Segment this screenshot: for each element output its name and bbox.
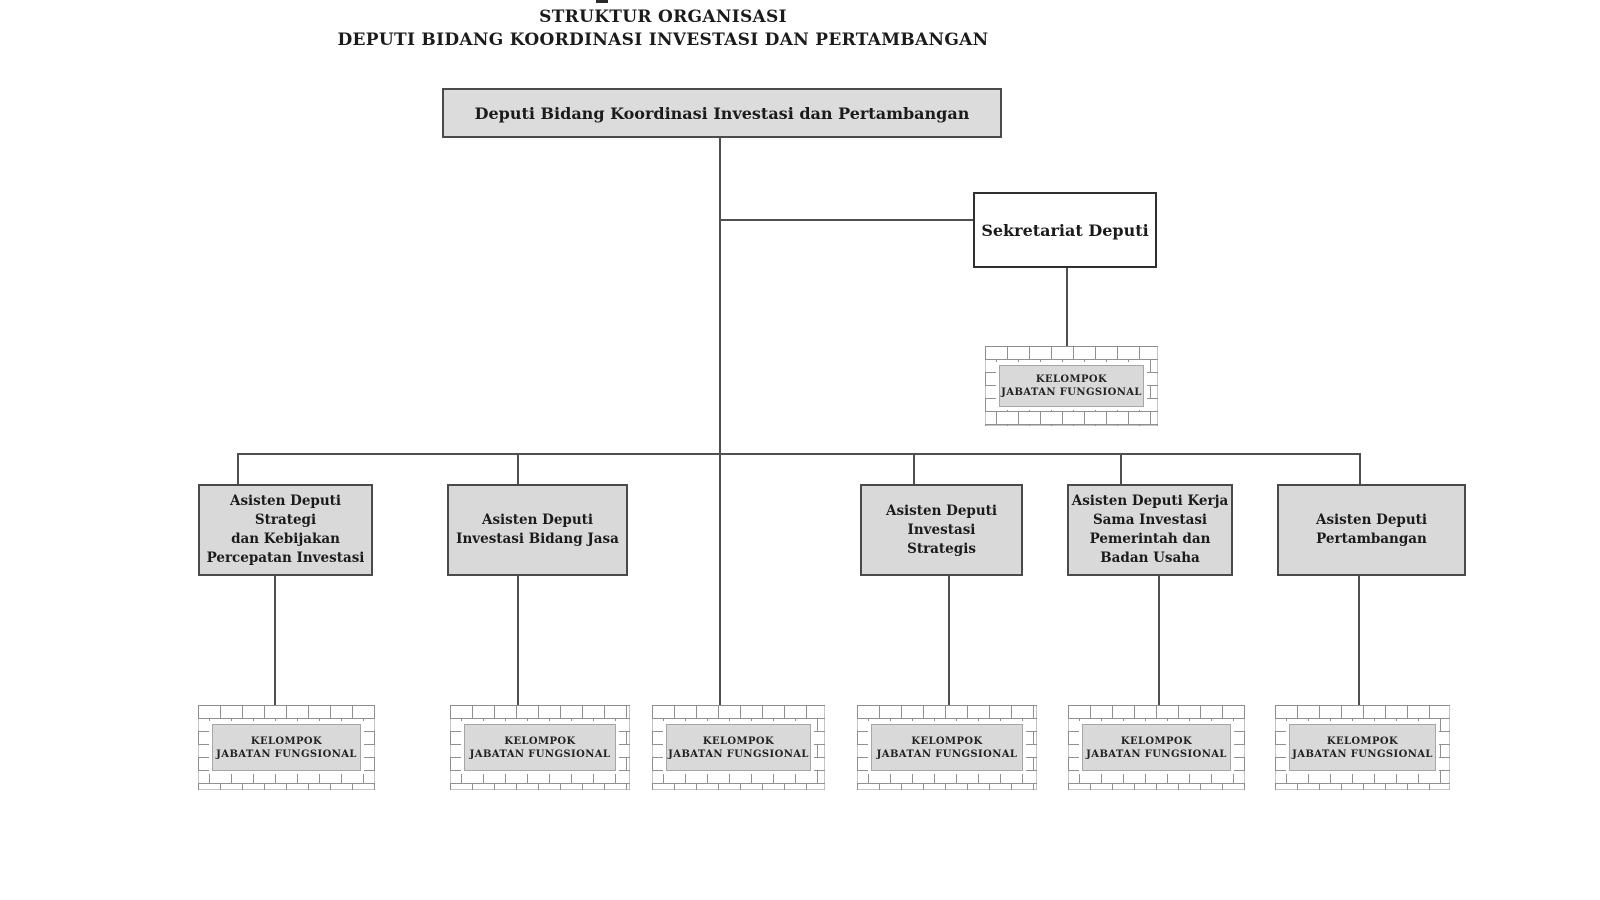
connector-drop-asst-3	[913, 453, 915, 484]
functional-group-label: KELOMPOK JABATAN FUNGSIONAL	[469, 735, 611, 760]
functional-group-label: KELOMPOK JABATAN FUNGSIONAL	[1001, 374, 1142, 398]
node-assistant-3-label: Asisten Deputi Investasi Strategis	[885, 502, 998, 557]
node-assistant-5-label: Asisten Deputi Pertambangan	[1315, 512, 1428, 547]
functional-group-4: KELOMPOK JABATAN FUNGSIONAL	[857, 705, 1037, 790]
connector-drop-asst-1	[237, 453, 239, 484]
node-assistant-4-label: Asisten Deputi Kerja Sama Investasi Peme…	[1071, 493, 1229, 566]
functional-group-label: KELOMPOK JABATAN FUNGSIONAL	[1086, 735, 1227, 760]
functional-group-inner-box: KELOMPOK JABATAN FUNGSIONAL	[1289, 724, 1436, 771]
functional-group-inner-box: KELOMPOK JABATAN FUNGSIONAL	[1082, 724, 1231, 771]
page-title-line1: STRUKTUR ORGANISASI	[539, 7, 787, 27]
page-title-line2: DEPUTI BIDANG KOORDINASI INVESTASI DAN P…	[337, 30, 989, 50]
functional-group-label: KELOMPOK JABATAN FUNGSIONAL	[216, 735, 357, 760]
connector-down-fgroup-2	[517, 576, 519, 705]
connector-drop-asst-4	[1120, 453, 1122, 484]
functional-group-inner-box: KELOMPOK JABATAN FUNGSIONAL	[871, 724, 1023, 771]
node-secretariat: Sekretariat Deputi	[973, 192, 1157, 268]
functional-group-inner-box: KELOMPOK JABATAN FUNGSIONAL	[464, 724, 616, 771]
functional-group-inner-box: KELOMPOK JABATAN FUNGSIONAL	[212, 724, 361, 771]
connector-down-fgroup-5	[1158, 576, 1160, 705]
connector-down-fgroup-4	[948, 576, 950, 705]
node-assistant-4: Asisten Deputi Kerja Sama Investasi Peme…	[1067, 484, 1233, 576]
connector-branch-horizontal	[237, 453, 1360, 455]
connector-root-vertical	[719, 138, 721, 705]
page-title: STRUKTUR ORGANISASI DEPUTI BIDANG KOORDI…	[163, 6, 1163, 52]
functional-group-2: KELOMPOK JABATAN FUNGSIONAL	[450, 705, 630, 790]
connector-secretariat-horizontal	[719, 219, 973, 221]
node-assistant-1-label: Asisten Deputi Strategi dan Kebijakan Pe…	[206, 493, 365, 566]
functional-group-secretariat: KELOMPOK JABATAN FUNGSIONAL	[985, 346, 1158, 426]
functional-group-5: KELOMPOK JABATAN FUNGSIONAL	[1068, 705, 1245, 790]
node-deputy-root-label: Deputi Bidang Koordinasi Investasi dan P…	[474, 103, 970, 123]
functional-group-3: KELOMPOK JABATAN FUNGSIONAL	[652, 705, 825, 790]
node-assistant-3: Asisten Deputi Investasi Strategis	[860, 484, 1023, 576]
node-assistant-2-label: Asisten Deputi Investasi Bidang Jasa	[456, 512, 619, 547]
functional-group-inner-box: KELOMPOK JABATAN FUNGSIONAL	[999, 365, 1144, 407]
connector-secretariat-down	[1066, 268, 1068, 346]
node-assistant-1: Asisten Deputi Strategi dan Kebijakan Pe…	[198, 484, 373, 576]
functional-group-label: KELOMPOK JABATAN FUNGSIONAL	[1292, 735, 1433, 760]
connector-down-fgroup-6	[1358, 576, 1360, 705]
connector-drop-asst-2	[517, 453, 519, 484]
functional-group-1: KELOMPOK JABATAN FUNGSIONAL	[198, 705, 375, 790]
connector-drop-asst-5	[1359, 453, 1361, 484]
connector-down-fgroup-1	[274, 576, 276, 705]
node-deputy-root: Deputi Bidang Koordinasi Investasi dan P…	[442, 88, 1002, 138]
functional-group-inner-box: KELOMPOK JABATAN FUNGSIONAL	[666, 724, 811, 771]
node-assistant-5: Asisten Deputi Pertambangan	[1277, 484, 1466, 576]
node-secretariat-label: Sekretariat Deputi	[981, 220, 1149, 240]
functional-group-label: KELOMPOK JABATAN FUNGSIONAL	[668, 735, 809, 760]
functional-group-label: KELOMPOK JABATAN FUNGSIONAL	[876, 735, 1018, 760]
node-assistant-2: Asisten Deputi Investasi Bidang Jasa	[447, 484, 628, 576]
cropped-text-artifact	[596, 0, 608, 3]
functional-group-6: KELOMPOK JABATAN FUNGSIONAL	[1275, 705, 1450, 790]
